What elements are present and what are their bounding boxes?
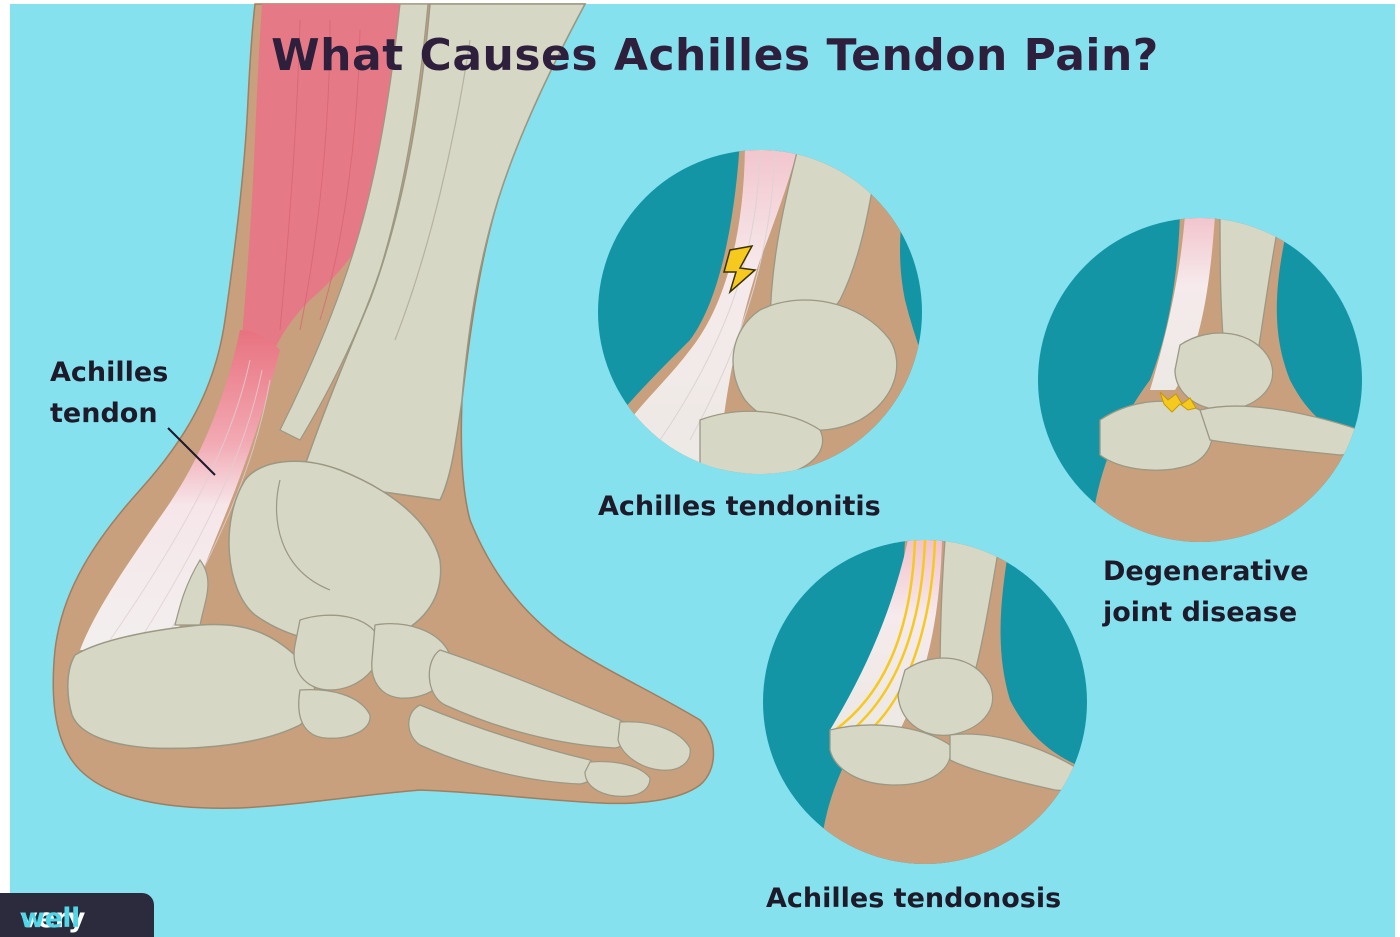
degenerative-label-line1: Degenerative: [1103, 551, 1309, 592]
tendonosis-circle: [763, 540, 1090, 870]
tendonitis-label: Achilles tendonitis: [598, 486, 881, 527]
degenerative-label: Degenerative joint disease: [1103, 551, 1309, 633]
logo-well: well: [20, 903, 80, 934]
achilles-tendon-label-line1: Achilles: [50, 352, 168, 393]
degenerative-circle: [1038, 215, 1380, 560]
page-title: What Causes Achilles Tendon Pain?: [0, 30, 1400, 81]
degenerative-label-line2: joint disease: [1103, 592, 1309, 633]
achilles-tendon-label-line2: tendon: [50, 393, 168, 434]
tendonosis-label: Achilles tendonosis: [766, 878, 1061, 919]
achilles-tendon-label: Achilles tendon: [50, 352, 168, 434]
tendonitis-circle: [560, 140, 950, 500]
